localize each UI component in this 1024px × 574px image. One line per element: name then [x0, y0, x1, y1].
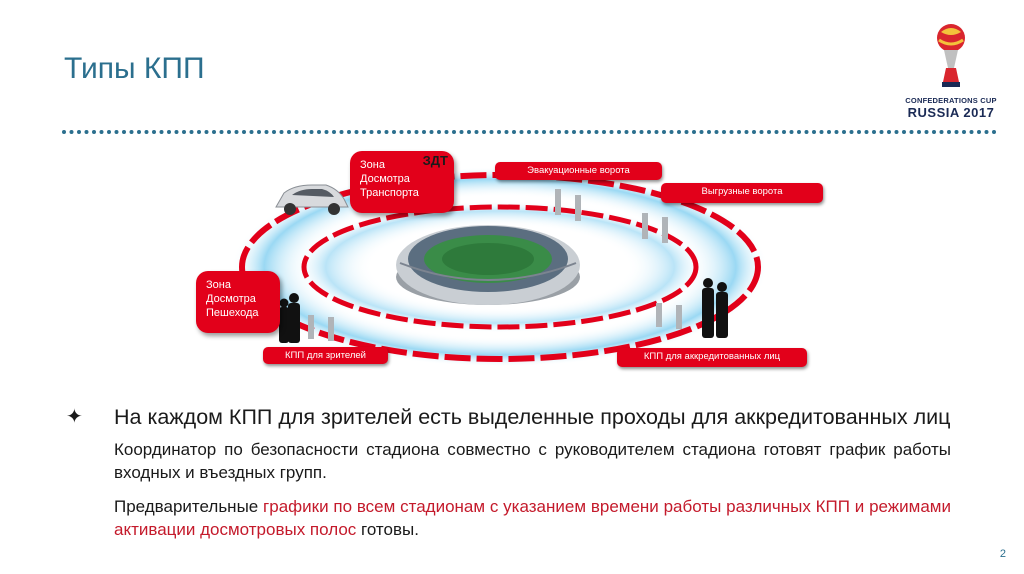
bullet-sub-2-highlight: графики по всем стадионам с указанием вр…: [114, 497, 951, 539]
bullet-main: ✦ На каждом КПП для зрителей есть выделе…: [66, 404, 951, 431]
zone-pedestrian-line2: Досмотра: [206, 293, 256, 305]
evac-gates-label: Эвакуационные ворота: [495, 162, 662, 180]
star-bullet-icon: ✦: [66, 406, 83, 428]
trophy-icon: [937, 24, 965, 87]
unload-gates-label: Выгрузные ворота: [661, 183, 823, 203]
zone-transport-label: Зона Досмотра Транспорта ЗДТ: [350, 151, 454, 213]
kpp-spectators-label: КПП для зрителей: [263, 347, 388, 364]
zone-pedestrian-label: Зона Досмотра Пешехода: [196, 271, 280, 333]
bullet-list: ✦ На каждом КПП для зрителей есть выделе…: [66, 404, 951, 541]
stadium-diagram: Зона Досмотра Транспорта ЗДТ Зона Досмот…: [190, 145, 830, 380]
zdt-badge: ЗДТ: [422, 153, 448, 168]
logo-line2: RUSSIA 2017: [907, 105, 995, 120]
bullet-sub-2: Предварительные графики по всем стадиона…: [114, 495, 951, 541]
bullet-sub-2-suffix: готовы.: [356, 520, 419, 539]
zone-pedestrian-line3: Пешехода: [206, 307, 259, 319]
confed-cup-logo: CONFEDERATIONS CUP RUSSIA 2017: [896, 22, 1006, 122]
kpp-accredited-label: КПП для аккредитованных лиц: [617, 348, 807, 367]
zone-pedestrian-line1: Зона: [206, 279, 231, 291]
stadium-icon: [396, 225, 580, 305]
zone-transport-line1: Зона: [360, 159, 385, 171]
turnstile-icon: [308, 189, 682, 341]
zone-transport-line3: Транспорта: [360, 187, 419, 199]
bullet-main-text: На каждом КПП для зрителей есть выделенн…: [114, 405, 951, 429]
page-title: Типы КПП: [64, 52, 205, 85]
bullet-sub-2-prefix: Предварительные: [114, 497, 264, 516]
zone-transport-line2: Досмотра: [360, 173, 410, 185]
dotted-divider: [62, 130, 997, 134]
logo-line1: CONFEDERATIONS CUP: [905, 96, 997, 105]
car-icon: [275, 184, 349, 215]
bullet-sub-1: Координатор по безопасности стадиона сов…: [114, 440, 951, 482]
page-number: 2: [999, 548, 1006, 560]
people-icon: [279, 278, 728, 343]
